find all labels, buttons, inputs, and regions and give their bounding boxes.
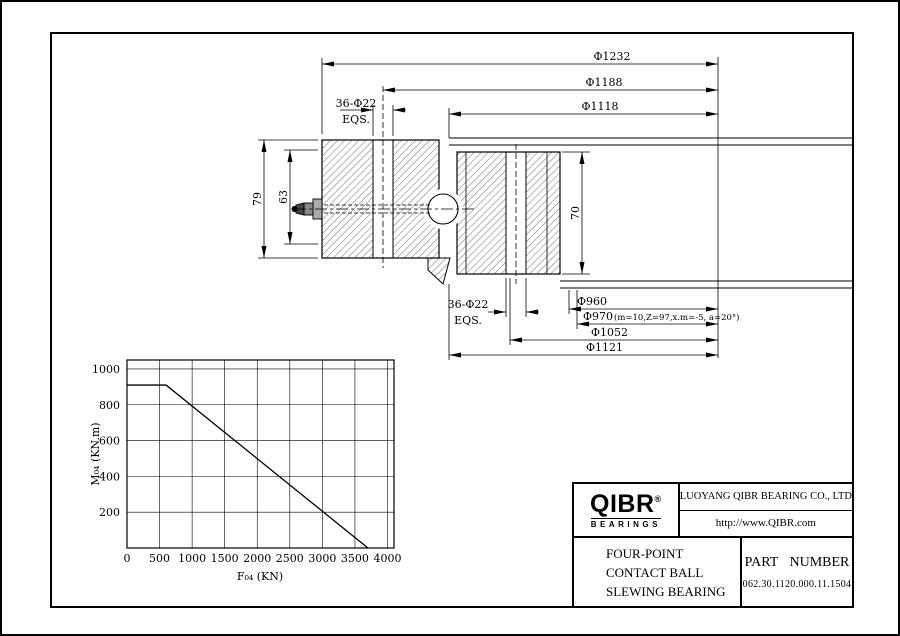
- x-tick-label: 1500: [211, 552, 239, 565]
- logo-wordmark: QIBR®: [590, 489, 662, 518]
- x-tick-label: 2500: [276, 552, 304, 565]
- bolt-holes-bottom-eqs: EQS.: [454, 314, 482, 327]
- dim-label-63: 63: [277, 190, 290, 204]
- part-number-label: PART NUMBER: [744, 554, 850, 570]
- x-tick-label: 3000: [308, 552, 336, 565]
- y-tick-label: 400: [99, 470, 120, 483]
- x-tick-label: 500: [149, 552, 170, 565]
- dim-label-960: Φ960: [577, 295, 607, 308]
- series-static-load-limit-curve: [127, 384, 369, 549]
- dim-label-od1188: Φ1188: [585, 76, 622, 89]
- dim-label-od1118: Φ1118: [581, 100, 618, 113]
- company-logo: QIBR® BEARINGS: [574, 484, 680, 536]
- center-lines: [294, 86, 517, 284]
- y-tick-label: 200: [99, 506, 120, 519]
- dim-label-79: 79: [251, 192, 264, 206]
- chart-y-axis-label: M₀₄ (KN.m): [89, 422, 102, 485]
- registered-trademark-icon: ®: [654, 493, 662, 504]
- x-tick-label: 3500: [341, 552, 369, 565]
- bolt-holes-bottom-label: 36-Φ22: [448, 298, 489, 311]
- dim-label-1052: Φ1052: [591, 326, 628, 339]
- bolt-holes-top-label: 36-Φ22: [336, 97, 377, 110]
- gear-data-note: (m=10,Z=97,x.m=-5, a=20°): [614, 312, 740, 323]
- logo-subtext: BEARINGS: [590, 517, 661, 529]
- part-number-value: 062.30.1120.000.11.1504: [742, 578, 852, 590]
- company-website: http://www.QIBR.com: [715, 517, 816, 530]
- product-description: FOUR-POINT CONTACT BALL SLEWING BEARING: [574, 538, 742, 606]
- y-tick-label: 600: [99, 435, 120, 448]
- title-block: QIBR® BEARINGS LUOYANG QIBR BEARING CO.,…: [572, 482, 852, 606]
- x-tick-label: 0: [124, 552, 131, 565]
- dimension-lines: [258, 57, 719, 360]
- y-tick-label: 800: [99, 399, 120, 412]
- dim-label-970: Φ970: [583, 310, 613, 323]
- y-tick-label: 1000: [92, 363, 120, 376]
- x-tick-label: 1000: [178, 552, 206, 565]
- x-tick-label: 2000: [243, 552, 271, 565]
- bolt-holes-top-eqs: EQS.: [342, 113, 370, 126]
- gear-tooth-section: [427, 257, 451, 285]
- part-number-cell: PART NUMBER 062.30.1120.000.11.1504: [742, 538, 852, 606]
- company-info: LUOYANG QIBR BEARING CO., LTD http://www…: [679, 484, 852, 536]
- chart-x-axis-label: F₀₄ (KN): [237, 570, 283, 583]
- dim-label-70: 70: [569, 206, 582, 220]
- chart-plot-border: [126, 359, 395, 549]
- title-block-header-row: QIBR® BEARINGS LUOYANG QIBR BEARING CO.,…: [574, 484, 852, 538]
- drawing-frame: [50, 32, 854, 608]
- title-block-part-row: FOUR-POINT CONTACT BALL SLEWING BEARING …: [574, 538, 852, 606]
- company-name: LUOYANG QIBR BEARING CO., LTD: [679, 484, 852, 511]
- dim-label-od1232: Φ1232: [593, 50, 630, 63]
- x-tick-label: 4000: [373, 552, 401, 565]
- product-line-1: FOUR-POINT: [606, 545, 684, 561]
- dim-label-1121: Φ1121: [586, 341, 623, 354]
- product-line-2: CONTACT BALL: [606, 564, 704, 580]
- product-line-3: SLEWING BEARING: [606, 583, 726, 599]
